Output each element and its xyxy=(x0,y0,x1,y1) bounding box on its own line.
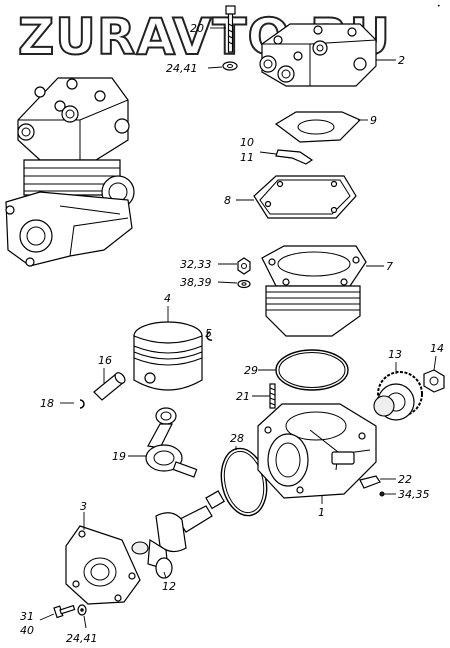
part-valve-plate-8 xyxy=(236,175,357,219)
label-9: 9 xyxy=(370,114,377,127)
label-14: 14 xyxy=(430,342,444,355)
part-cover-22 xyxy=(359,475,396,489)
part-nut-32-33 xyxy=(218,257,251,275)
part-screw-34-35 xyxy=(379,491,396,497)
label-12: 12 xyxy=(162,580,176,593)
label-24-41-top: 24,41 xyxy=(166,62,198,75)
label-20: 20 xyxy=(190,22,204,35)
part-cover-plate-3 xyxy=(65,512,141,605)
part-reed-valve-10-11 xyxy=(259,149,314,165)
label-28: 28 xyxy=(230,432,244,445)
label-2: 2 xyxy=(398,54,405,67)
part-bolt-20 xyxy=(210,5,236,53)
part-stud-21 xyxy=(252,383,276,409)
part-circlip-18 xyxy=(60,399,85,409)
label-11: 11 xyxy=(240,151,254,164)
label-24-41-bottom: 24,41 xyxy=(66,632,98,645)
part-washer-38-39 xyxy=(217,279,251,289)
label-40: 40 xyxy=(20,624,34,637)
label-5: 5 xyxy=(205,327,212,340)
label-8: 8 xyxy=(224,194,231,207)
label-31: 31 xyxy=(20,610,34,623)
label-38-39: 38,39 xyxy=(180,276,212,289)
label-21: 21 xyxy=(236,390,250,403)
label-19: 19 xyxy=(112,450,126,463)
part-piston-4 xyxy=(133,306,203,391)
label-18: 18 xyxy=(40,397,54,410)
part-crankshaft-12 xyxy=(131,490,225,579)
label-29: 29 xyxy=(244,364,258,377)
label-16: 16 xyxy=(98,354,112,367)
label-22: 22 xyxy=(398,473,412,486)
part-washer-top xyxy=(207,61,238,71)
part-nut-14 xyxy=(423,355,445,393)
corner-mark: • xyxy=(437,3,441,10)
part-piston-pin-16 xyxy=(93,368,126,401)
part-gear-13 xyxy=(373,362,423,421)
part-cylinder-head-2 xyxy=(259,23,396,87)
part-washer-bottom xyxy=(77,604,87,629)
label-32-33: 32,33 xyxy=(180,258,212,271)
part-crankcase-1 xyxy=(257,403,377,504)
label-10: 10 xyxy=(240,136,254,149)
label-3: 3 xyxy=(80,500,87,513)
assembled-compressor xyxy=(5,77,135,267)
label-1: 1 xyxy=(318,506,325,519)
part-o-ring-29 xyxy=(258,349,349,391)
part-gasket-9 xyxy=(274,111,368,143)
label-4: 4 xyxy=(164,292,171,305)
label-34-35: 34,35 xyxy=(398,488,430,501)
part-cylinder-7 xyxy=(261,245,384,337)
part-connecting-rod-19 xyxy=(128,407,198,478)
part-bolt-31-40 xyxy=(39,604,76,621)
label-7: 7 xyxy=(386,260,393,273)
part-clip-5 xyxy=(206,331,213,341)
label-13: 13 xyxy=(388,348,402,361)
